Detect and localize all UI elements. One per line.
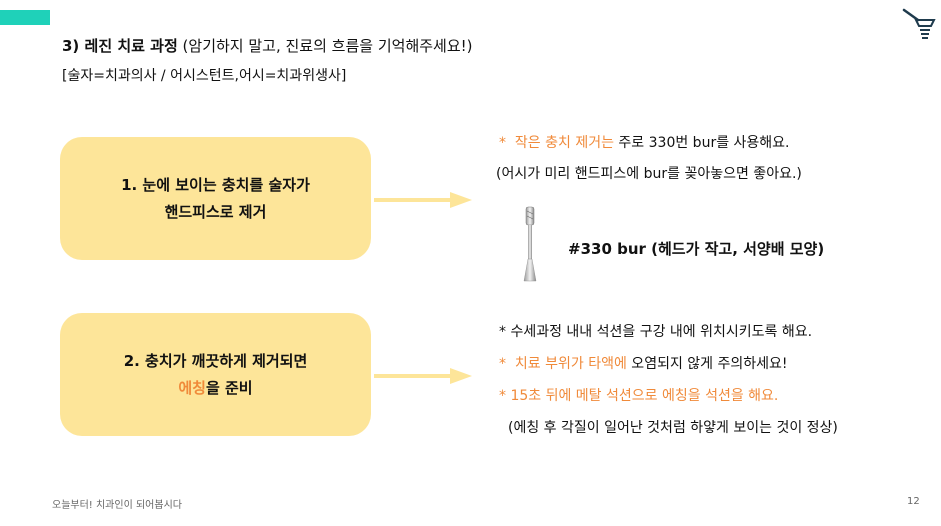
note-highlight: 치료 부위가 타액에 [514,356,627,372]
tooth-brush-logo-icon [902,8,936,39]
note-suction-position: * 수세과정 내내 석션을 구강 내에 위치시키도록 해요. [499,324,813,340]
step-card-2-line2-rest: 을 준비 [205,378,253,397]
note-saliva-warning: * 치료 부위가 타액에 오염되지 않게 주의하세요! [499,353,788,373]
accent-bar [0,10,50,25]
step-card-2-line1: 2. 충치가 깨끗하게 제거되면 [123,351,308,370]
title-note: (암기하지 말고, 진료의 흐름을 기억해주세요!) [182,37,473,55]
page-title: 3) 레진 치료 과정 (암기하지 말고, 진료의 흐름을 기억해주세요!) [62,35,473,56]
note-assistant-tip: (어시가 미리 핸드피스에 bur를 꽂아놓으면 좋아요.) [496,166,802,182]
step-card-1-line2: 핸드피스로 제거 [164,202,267,221]
arrow-right-icon [374,368,472,384]
footer-title: 오늘부터! 치과인이 되어봅시다 [52,500,182,511]
etching-highlight: 에칭 [178,378,206,397]
step-card-1: 1. 눈에 보이는 충치를 술자가 핸드피스로 제거 [60,137,371,260]
arrow-right-icon [374,192,472,208]
note-etching-normal: (에칭 후 각질이 일어난 것처럼 하얗게 보이는 것이 정상) [508,420,838,436]
note-bullet: * [499,135,506,151]
page-number: 12 [907,496,920,507]
title-heading: 3) 레진 치료 과정 [62,37,178,55]
note-highlight: 작은 충치 제거는 [514,135,614,151]
note-bur-usage: * 작은 충치 제거는 주로 330번 bur를 사용해요. [499,132,790,152]
note-etching-suction: * 15초 뒤에 메탈 석션으로 에칭을 석션을 해요. [499,388,779,404]
note-rest: 주로 330번 bur를 사용해요. [613,135,790,151]
step-card-1-line1: 1. 눈에 보이는 충치를 술자가 [121,175,310,194]
note-bullet: * [499,356,506,372]
step-card-2: 2. 충치가 깨끗하게 제거되면 에칭을 준비 [60,313,371,436]
step-card-2-line2: 에칭을 준비 [178,375,252,402]
bur-label: #330 bur (헤드가 작고, 서양배 모양) [568,240,825,258]
note-rest: 오염되지 않게 주의하세요! [626,356,788,372]
page-subtitle: [술자=치과의사 / 어시스턴트,어시=치과위생사] [62,68,347,84]
dental-bur-image [523,206,537,282]
